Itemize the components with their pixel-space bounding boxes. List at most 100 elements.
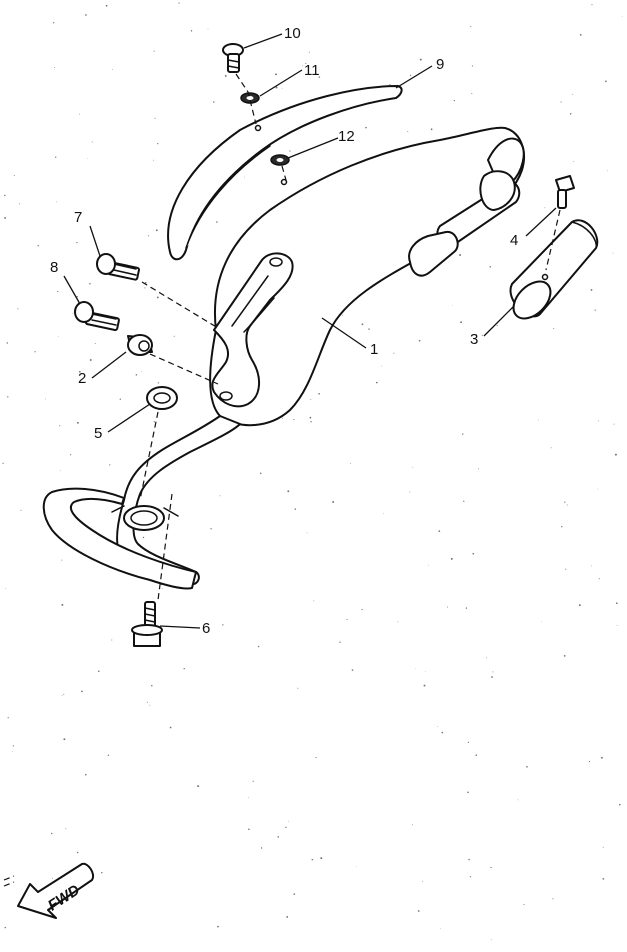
speck bbox=[346, 618, 348, 620]
speck bbox=[78, 370, 81, 373]
speck bbox=[332, 501, 335, 503]
speck bbox=[550, 447, 552, 449]
callout-5: 5 bbox=[94, 425, 102, 442]
speck bbox=[469, 876, 472, 878]
speck bbox=[600, 756, 603, 759]
speck bbox=[492, 671, 494, 673]
speck bbox=[368, 328, 370, 330]
speck bbox=[602, 878, 605, 880]
speck bbox=[89, 359, 92, 361]
speck bbox=[597, 488, 599, 490]
part-12-washer bbox=[270, 154, 290, 166]
speck bbox=[156, 296, 159, 299]
speck bbox=[614, 453, 617, 456]
callout-1: 1 bbox=[370, 341, 378, 358]
scan-speckle bbox=[2, 2, 623, 941]
speck bbox=[53, 22, 55, 24]
part-4-bolt bbox=[555, 175, 575, 209]
speck bbox=[315, 756, 317, 759]
speck bbox=[101, 871, 103, 874]
speck bbox=[144, 287, 146, 289]
speck bbox=[7, 717, 9, 719]
speck bbox=[37, 245, 39, 247]
speck bbox=[553, 328, 555, 329]
callout-9: 9 bbox=[436, 56, 444, 73]
speck bbox=[293, 419, 295, 421]
speck bbox=[564, 501, 566, 503]
speck bbox=[470, 25, 472, 27]
part-5-gasket bbox=[146, 386, 178, 410]
speck bbox=[4, 216, 7, 219]
speck bbox=[144, 281, 147, 284]
speck bbox=[481, 334, 483, 336]
speck bbox=[61, 603, 64, 606]
speck bbox=[85, 773, 87, 776]
speck bbox=[309, 416, 312, 419]
speck bbox=[60, 470, 61, 471]
speck bbox=[462, 433, 464, 435]
part-1-exhaust-chamber bbox=[42, 126, 525, 590]
speck bbox=[302, 65, 303, 67]
speck bbox=[615, 602, 618, 605]
speck bbox=[61, 559, 63, 561]
speck bbox=[53, 67, 55, 69]
speck bbox=[89, 282, 91, 285]
speck bbox=[425, 670, 426, 672]
speck bbox=[305, 63, 307, 65]
speck bbox=[566, 504, 568, 506]
speck bbox=[361, 323, 364, 326]
speck bbox=[310, 421, 312, 423]
speck bbox=[63, 738, 66, 741]
speck bbox=[76, 296, 78, 298]
speck bbox=[105, 4, 108, 7]
speck bbox=[472, 552, 475, 555]
speck bbox=[289, 150, 291, 152]
speck bbox=[412, 466, 414, 468]
speck bbox=[565, 568, 567, 570]
speck bbox=[17, 308, 19, 310]
speck bbox=[605, 80, 607, 83]
speck bbox=[409, 491, 411, 493]
speck bbox=[157, 142, 159, 145]
callout-7: 7 bbox=[74, 209, 82, 226]
speck bbox=[277, 836, 280, 838]
speck bbox=[440, 927, 441, 929]
speck bbox=[486, 657, 488, 659]
speck bbox=[602, 846, 604, 848]
speck bbox=[409, 74, 412, 77]
callout-11: 11 bbox=[304, 62, 320, 79]
speck bbox=[34, 351, 36, 353]
speck bbox=[216, 221, 218, 223]
speck bbox=[591, 4, 593, 6]
callout-2: 2 bbox=[78, 370, 86, 387]
speck bbox=[459, 254, 462, 256]
speck bbox=[415, 668, 417, 670]
speck bbox=[616, 625, 618, 627]
speck bbox=[135, 374, 138, 376]
speck bbox=[437, 726, 438, 728]
speck bbox=[526, 765, 528, 768]
speck bbox=[4, 926, 7, 929]
speck bbox=[477, 468, 479, 470]
speck bbox=[20, 509, 22, 511]
callout-10: 10 bbox=[284, 25, 301, 42]
speck bbox=[153, 421, 155, 423]
speck bbox=[6, 342, 9, 344]
speck bbox=[606, 170, 608, 172]
part-8-bolt bbox=[74, 301, 120, 332]
speck bbox=[318, 76, 321, 78]
leader-lines bbox=[63, 33, 557, 629]
part-11-washer bbox=[240, 92, 260, 104]
speck bbox=[397, 621, 399, 623]
speck bbox=[87, 158, 88, 159]
speck bbox=[2, 462, 4, 465]
speck bbox=[51, 877, 53, 879]
speck bbox=[285, 826, 287, 829]
speck bbox=[275, 86, 278, 89]
speck bbox=[341, 314, 343, 316]
speck bbox=[578, 604, 581, 607]
speck bbox=[475, 754, 478, 756]
speck bbox=[590, 288, 593, 291]
speck bbox=[422, 880, 424, 882]
speck bbox=[453, 99, 456, 102]
